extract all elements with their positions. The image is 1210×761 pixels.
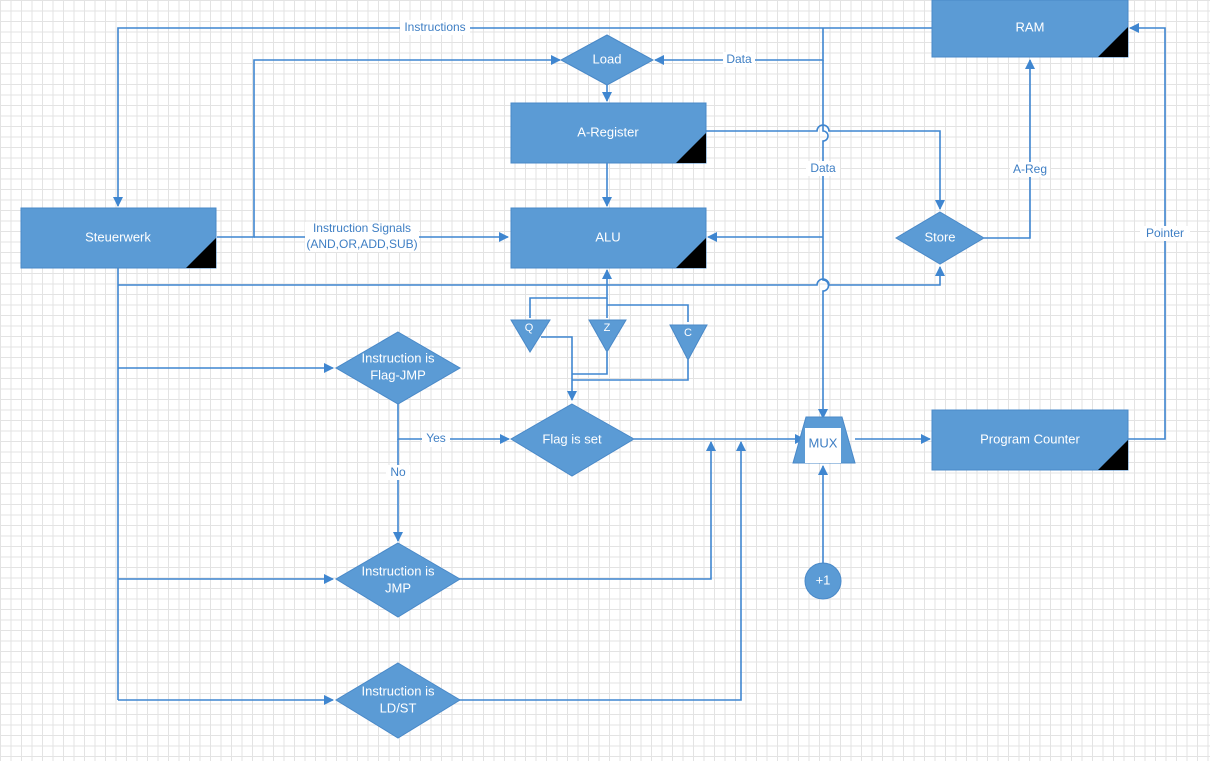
a-reg-label-bg <box>1010 162 1050 177</box>
edge-store-to-ram <box>984 59 1035 239</box>
edge-bus-to-store <box>118 266 945 286</box>
mux-node[interactable]: MUX <box>792 416 856 464</box>
flag-jmp-label-line1: Instruction is <box>362 350 435 365</box>
alu-node[interactable]: ALU <box>510 207 707 269</box>
no-label-bg <box>386 465 410 480</box>
pointer-label-bg <box>1140 226 1190 241</box>
flag-z-label: Z <box>604 322 611 334</box>
edge-areg-to-store <box>706 124 945 210</box>
connectors <box>113 23 1166 705</box>
edge-ldst-to-mux <box>459 441 746 701</box>
ldst-decision-node[interactable]: Instruction is LD/ST <box>335 662 461 739</box>
instruction-signals-label-line2: (AND,OR,ADD,SUB) <box>306 237 417 251</box>
store-label: Store <box>924 229 955 244</box>
edge-alu-to-c <box>607 304 689 322</box>
steuerwerk-label: Steuerwerk <box>85 229 151 244</box>
program-counter-corner-mark <box>1098 440 1128 470</box>
jmp-decision-node[interactable]: Instruction is JMP <box>335 542 461 618</box>
pointer-label: Pointer <box>1146 226 1184 240</box>
edge-yes <box>397 404 510 444</box>
ram-label: RAM <box>1016 19 1045 34</box>
alu-corner-mark <box>676 238 706 268</box>
edge-q-to-flagset <box>541 336 577 401</box>
program-counter-node[interactable]: Program Counter <box>931 409 1129 471</box>
edge-data-to-mux <box>818 60 830 419</box>
jmp-label-line1: Instruction is <box>362 563 435 578</box>
program-counter-label: Program Counter <box>980 431 1080 446</box>
edge-instructions <box>113 27 932 207</box>
yes-label-bg <box>422 432 450 447</box>
a-reg-label: A-Reg <box>1013 162 1047 176</box>
edge-jmp-to-mux <box>459 441 716 580</box>
edge-z-to-flagset <box>572 352 608 375</box>
instructions-label-bg <box>400 20 470 35</box>
flag-is-set-decision-node[interactable]: Flag is set <box>510 403 635 477</box>
ram-corner-mark <box>1098 27 1128 57</box>
flag-c-label: C <box>684 327 692 339</box>
flag-jmp-decision-node[interactable]: Instruction is Flag-JMP <box>335 331 461 405</box>
flag-c-node[interactable]: C <box>669 324 708 362</box>
instruction-signals-label-bg <box>305 222 419 252</box>
instruction-signals-label-line1: Instruction Signals <box>313 221 411 235</box>
alu-label: ALU <box>595 229 620 244</box>
no-label: No <box>390 465 406 479</box>
yes-label: Yes <box>426 431 446 445</box>
data-top-label: Data <box>726 52 752 66</box>
data-top-label-bg <box>723 52 755 67</box>
data-mid-label: Data <box>810 161 836 175</box>
ram-node[interactable]: RAM <box>931 0 1129 58</box>
a-register-node[interactable]: A-Register <box>510 102 707 164</box>
load-label: Load <box>593 51 622 66</box>
flag-z-node[interactable]: Z <box>588 319 627 353</box>
store-node[interactable]: Store <box>895 211 985 265</box>
mux-label: MUX <box>809 435 838 450</box>
data-mid-label-bg <box>806 161 840 176</box>
jmp-label-line2: JMP <box>385 580 411 595</box>
edge-alu-to-q <box>529 285 608 318</box>
a-register-corner-mark <box>676 133 706 163</box>
ldst-label-line1: Instruction is <box>362 683 435 698</box>
ldst-label-line2: LD/ST <box>380 700 417 715</box>
a-register-label: A-Register <box>577 124 639 139</box>
instructions-label: Instructions <box>404 20 465 34</box>
mux-inner <box>805 428 841 463</box>
edge-labels: Instructions Data Data A-Reg Pointer Ins… <box>305 20 1190 480</box>
plus-one-label: +1 <box>816 572 831 587</box>
edge-steuerwerk-to-load <box>217 55 561 238</box>
flag-q-node[interactable]: Q <box>510 319 551 353</box>
flag-is-set-label: Flag is set <box>542 431 602 446</box>
flag-q-label: Q <box>525 322 534 334</box>
steuerwerk-corner-mark <box>186 238 216 268</box>
load-node[interactable]: Load <box>559 34 655 86</box>
plus-one-node[interactable]: +1 <box>804 562 842 600</box>
flag-jmp-label-line2: Flag-JMP <box>370 367 426 382</box>
edge-c-to-flagset <box>572 360 689 381</box>
steuerwerk-node[interactable]: Steuerwerk <box>20 207 217 269</box>
